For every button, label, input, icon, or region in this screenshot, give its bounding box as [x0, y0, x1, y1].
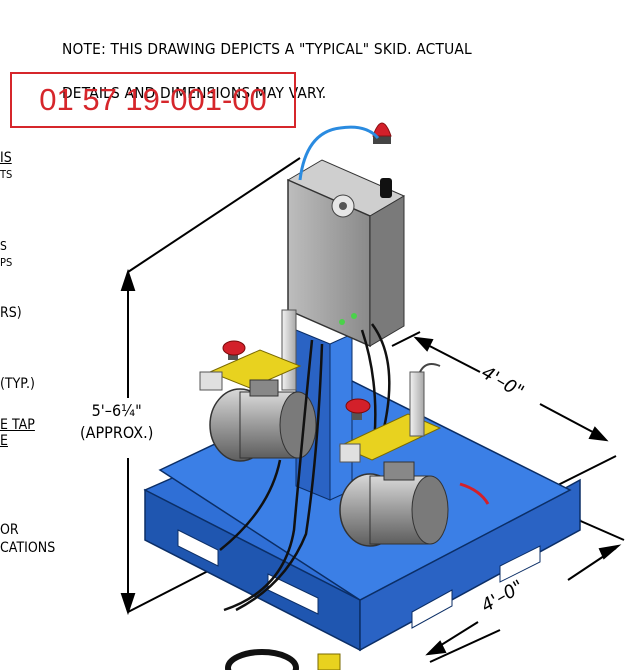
front-pump-motor — [339, 461, 490, 547]
depth-dimension-lines — [391, 331, 617, 489]
alarm-beacon-icon — [372, 122, 392, 137]
callout-label-8: E — [0, 433, 8, 449]
callout-label-5: RS) — [0, 305, 22, 321]
callout-label-1: IS — [0, 150, 12, 166]
height-dimension-label: 5'–6¼" (APPROX.) — [80, 400, 153, 444]
note-line-2: DETAILS AND DIMENSIONS MAY VARY. — [62, 84, 327, 102]
cable — [298, 125, 380, 181]
width-dimension-lines — [425, 511, 625, 663]
rear-pump-motor — [209, 379, 317, 462]
gauge-icon — [419, 363, 441, 373]
callout-label-3: S — [0, 239, 7, 253]
drawing-number: 01 57 19-001-00 — [39, 82, 267, 117]
drawing-number-stamp: 01 57 19-001-00 — [10, 72, 296, 128]
callout-label-7: E TAP — [0, 417, 35, 433]
front-pump-piping — [338, 363, 442, 463]
callout-label-10: CATIONS — [0, 540, 56, 556]
callout-label-9: OR — [0, 522, 19, 538]
valve-handle-icon — [222, 340, 246, 356]
callout-label-2: TS — [0, 168, 13, 181]
coiled-cable — [225, 649, 341, 670]
note-line-1: NOTE: THIS DRAWING DEPICTS A "TYPICAL" S… — [62, 40, 472, 58]
height-dimension-lines — [120, 157, 301, 616]
rear-pump-piping — [199, 309, 302, 391]
callout-label-4: PS — [0, 256, 13, 269]
height-dimension-value: 5'–6¼" — [91, 401, 142, 420]
callout-label-6: (TYP.) — [0, 376, 35, 392]
height-dimension-note: (APPROX.) — [80, 423, 154, 442]
control-panel — [286, 122, 406, 348]
drawing-note: NOTE: THIS DRAWING DEPICTS A "TYPICAL" S… — [62, 16, 577, 104]
valve-handle-icon — [345, 398, 371, 414]
selector-switch-icon — [380, 178, 392, 198]
